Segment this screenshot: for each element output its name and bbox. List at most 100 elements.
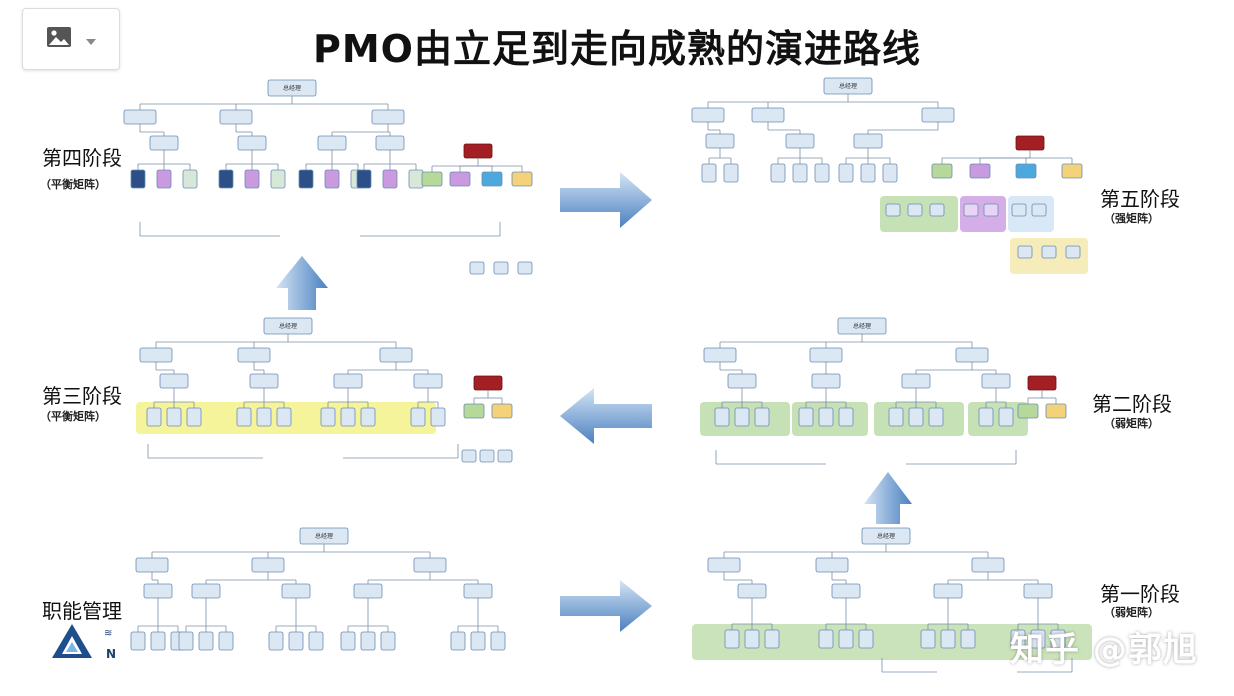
org-leaf-box [166,407,182,427]
org-leaf-box [198,631,214,651]
org-box-label: 总经理 [279,322,297,330]
org-leaf-box [130,631,146,651]
org-leaf-box [360,631,376,651]
org-extra-box [963,203,979,217]
org-leaf-box [308,631,324,651]
org-leaf-box [908,407,924,427]
org-leaf-box [860,163,876,183]
org-leaf-box [754,407,770,427]
stage-three-sub: （平衡矩阵） [40,410,106,423]
org-leaf-box [928,407,944,427]
org-leaf-box [360,407,376,427]
org-leaf-box [838,163,854,183]
org-leaf-box [244,169,260,189]
org-leaf-box [714,407,730,427]
org-extra-box [469,261,485,275]
org-leaf-box [450,631,466,651]
org-leaf-box [320,407,336,427]
pmo-child-box [969,163,991,179]
org-leaf-box [1030,629,1046,649]
stage-one-sub: （弱矩阵） [1104,606,1159,619]
org-chart-stage-one: 总经理 [692,526,1102,676]
org-leaf-box [940,629,956,649]
org-leaf-box [814,163,830,183]
chevron-down-icon [86,30,96,49]
org-band [692,624,1092,660]
arrow-right-top [560,172,652,228]
org-box-label: 总经理 [853,322,871,330]
org-extra-box [1017,245,1033,259]
org-leaf-box [382,169,398,189]
org-leaf-box [882,163,898,183]
org-chart-stage-three: 总经理 [128,316,538,466]
org-leaf-box [770,163,786,183]
stage-functional-label: 职能管理 [42,599,122,623]
org-leaf-box [1010,629,1026,649]
org-leaf-box [410,407,426,427]
org-leaf-box [150,631,166,651]
pmo-child-box [1045,403,1067,419]
pmo-child-box [491,403,513,419]
org-leaf-box [298,169,314,189]
org-leaf-box [920,629,936,649]
org-leaf-box [1050,629,1066,649]
org-leaf-box [734,407,750,427]
org-extra-box [493,261,509,275]
org-leaf-box [978,407,994,427]
org-extra-box [907,203,923,217]
org-leaf-box [818,407,834,427]
pmo-child-box [1015,163,1037,179]
pmo-child-box [931,163,953,179]
org-extra-box [1031,203,1047,217]
org-leaf-box [764,629,780,649]
org-leaf-box [186,407,202,427]
org-leaf-box [268,631,284,651]
stage-four-label: 第四阶段 [42,146,122,170]
org-extra-box [517,261,533,275]
org-box-label: 总经理 [283,84,301,92]
pmo-child-box [1061,163,1083,179]
image-toolbar-button[interactable] [22,8,120,70]
org-leaf-box [324,169,340,189]
org-leaf-box [146,407,162,427]
org-leaf-box [744,629,760,649]
org-leaf-box [218,631,234,651]
org-leaf-box [960,629,976,649]
org-extra-box [497,449,513,463]
org-leaf-box [858,629,874,649]
stage-one-label: 第一阶段 [1100,582,1180,606]
arrow-up-left [276,256,328,310]
stage-five-label: 第五阶段 [1100,187,1180,211]
org-chart-stage-four: 总经理 [120,78,550,283]
org-leaf-box [276,407,292,427]
org-extra-box [983,203,999,217]
svg-text:≋: ≋ [104,628,112,639]
org-leaf-box [340,631,356,651]
org-leaf-box [340,407,356,427]
stage-two-label: 第二阶段 [1092,392,1172,416]
org-leaf-box [356,169,372,189]
org-extra-box [479,449,495,463]
org-leaf-box [724,629,740,649]
page-title: PMO由立足到走向成熟的演进路线 [313,27,921,71]
org-extra-box [1065,245,1081,259]
org-leaf-box [288,631,304,651]
org-leaf-box [838,407,854,427]
org-leaf-box [182,169,198,189]
pmo-child-box [449,171,471,187]
org-extra-box [461,449,477,463]
svg-text:N: N [106,647,116,661]
org-leaf-box [798,407,814,427]
pmo-child-box [1017,403,1039,419]
org-leaf-box [888,407,904,427]
org-leaf-box [701,163,717,183]
image-icon [46,26,72,52]
org-box-label: 总经理 [877,532,895,540]
pmo-child-box [421,171,443,187]
org-leaf-box [818,629,834,649]
org-extra-box [1011,203,1027,217]
org-chart-stage-five: 总经理 [680,76,1100,281]
org-extra-box [929,203,945,217]
org-chart-stage-two: 总经理 [696,316,1076,466]
